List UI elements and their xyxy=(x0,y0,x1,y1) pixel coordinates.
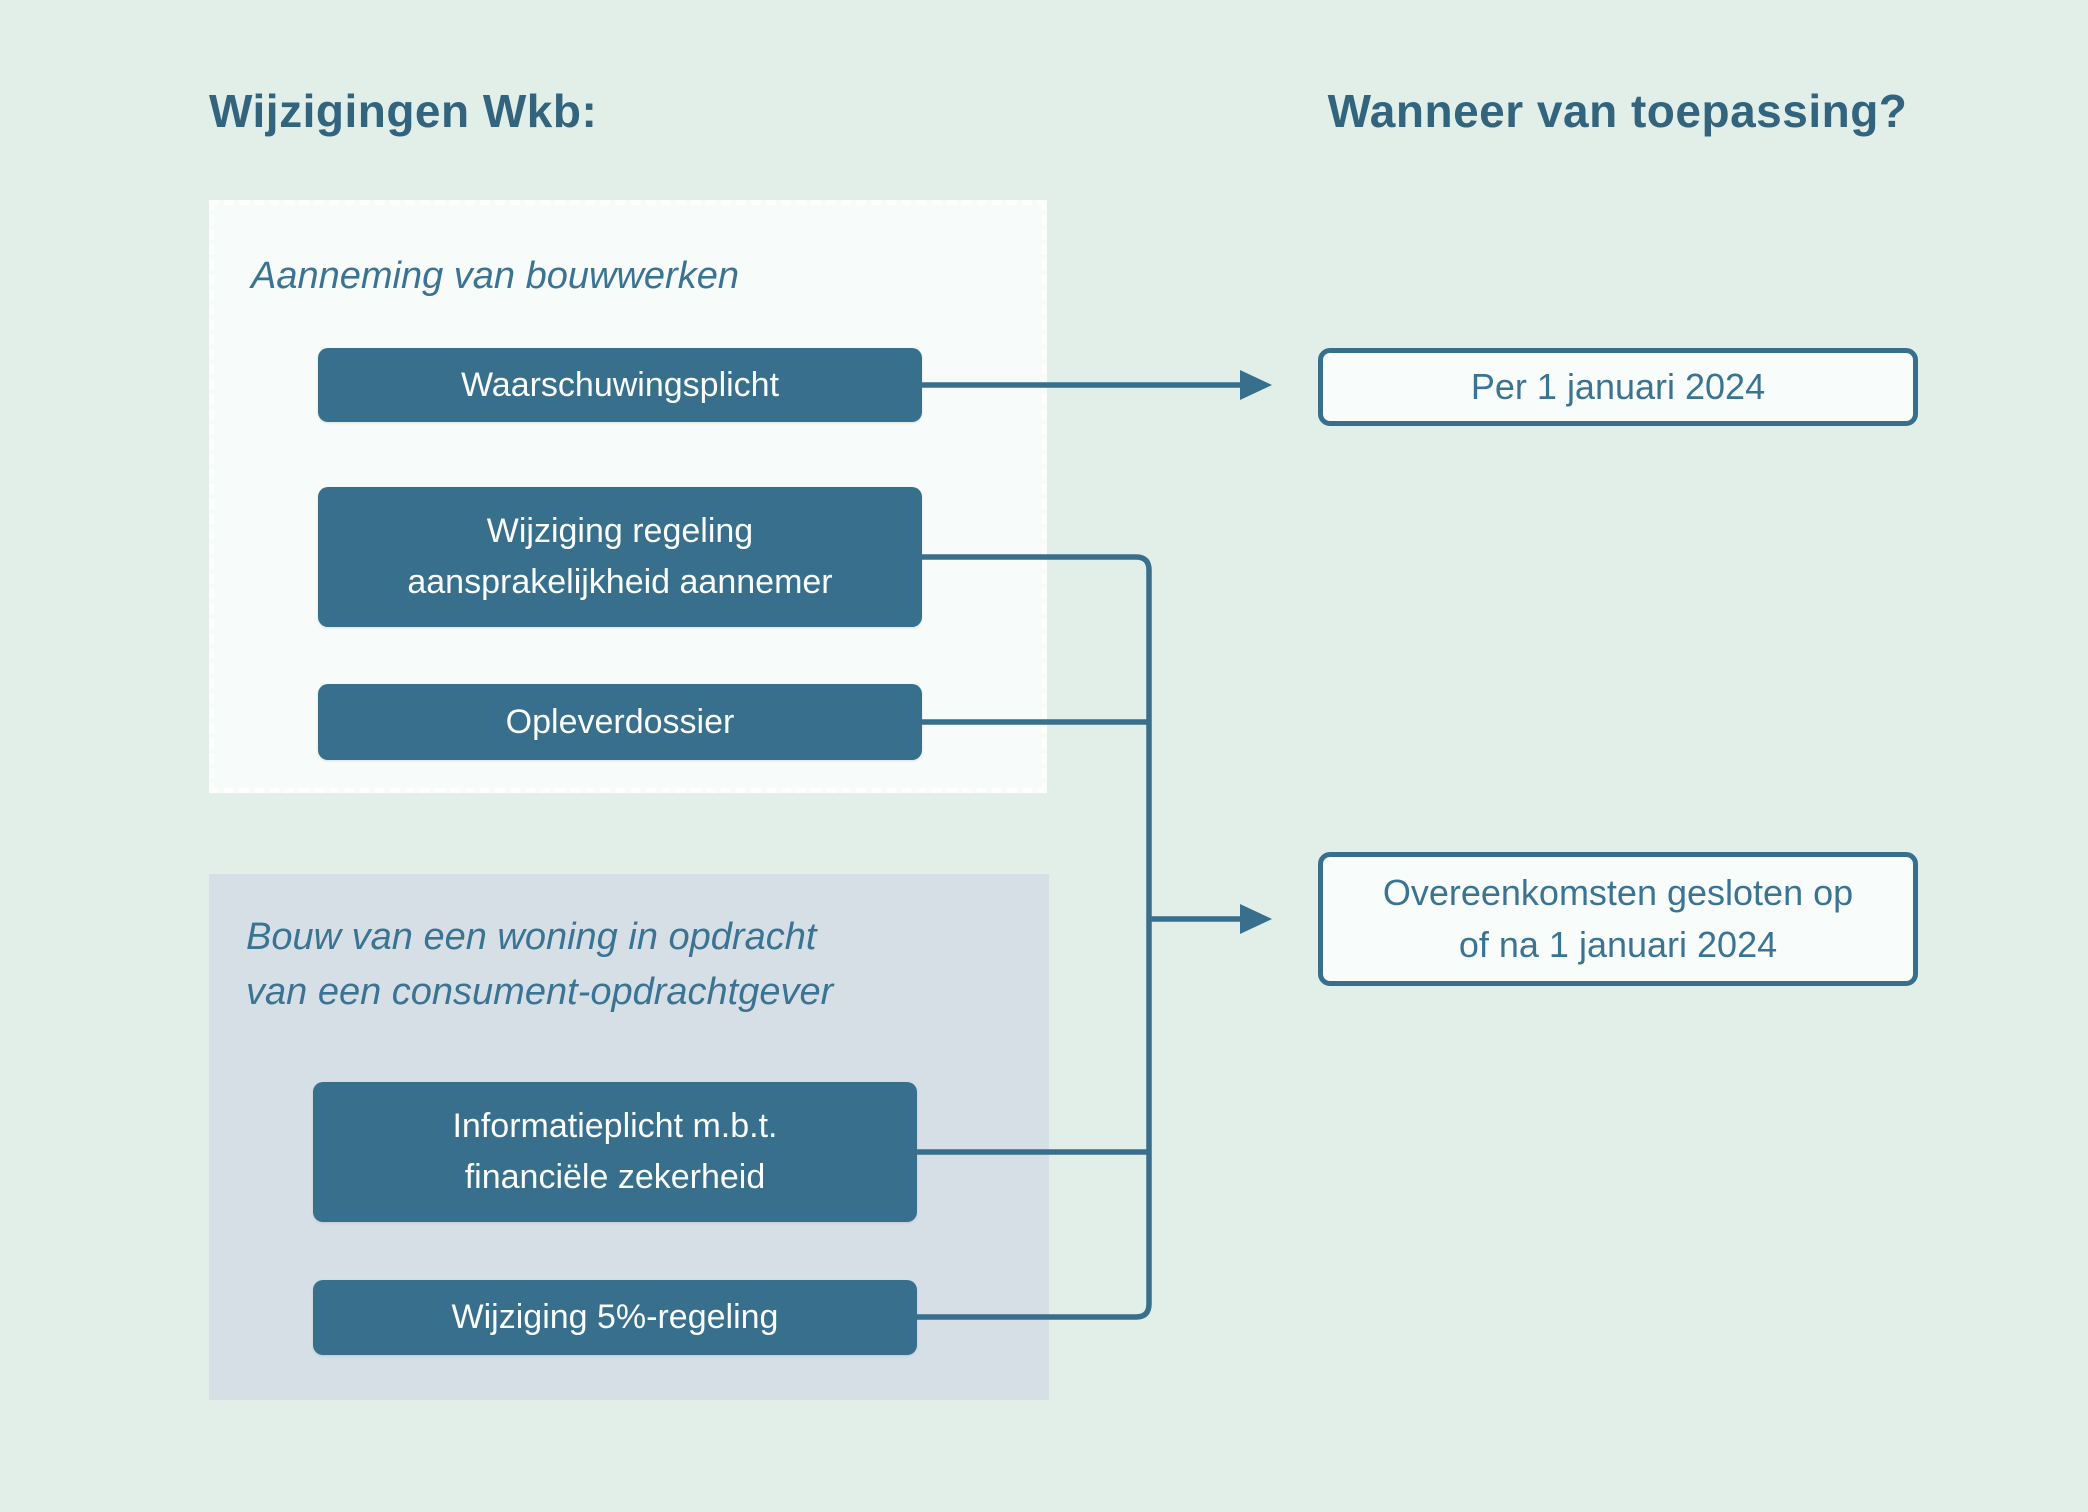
node-waarschuwingsplicht: Waarschuwingsplicht xyxy=(318,348,922,422)
arrowhead-right-icon xyxy=(1240,370,1272,400)
group-aanneming-box: Aanneming van bouwwerken Waarschuwingspl… xyxy=(209,200,1047,793)
page-title-right: Wanneer van toepassing? xyxy=(1327,85,1908,137)
node-informatieplicht: Informatieplicht m.b.t. financiële zeker… xyxy=(313,1082,917,1222)
page-title-left: Wijzigingen Wkb: xyxy=(209,85,598,137)
node-opleverdossier: Opleverdossier xyxy=(318,684,922,760)
node-wijziging-5-procent-regeling: Wijziging 5%-regeling xyxy=(313,1280,917,1355)
outcome-per-1-januari-2024: Per 1 januari 2024 xyxy=(1318,348,1918,426)
group-consument-label: Bouw van een woning in opdracht van een … xyxy=(246,916,834,1014)
group-consument-box: Bouw van een woning in opdracht van een … xyxy=(209,874,1049,1400)
group-aanneming-label: Aanneming van bouwwerken xyxy=(251,255,739,297)
node-wijziging-regeling-aansprakelijkheid: Wijziging regeling aansprakelijkheid aan… xyxy=(318,487,922,627)
outcome-overeenkomsten-gesloten: Overeenkomsten gesloten op of na 1 janua… xyxy=(1318,852,1918,986)
arrowhead-right-icon xyxy=(1240,904,1272,934)
